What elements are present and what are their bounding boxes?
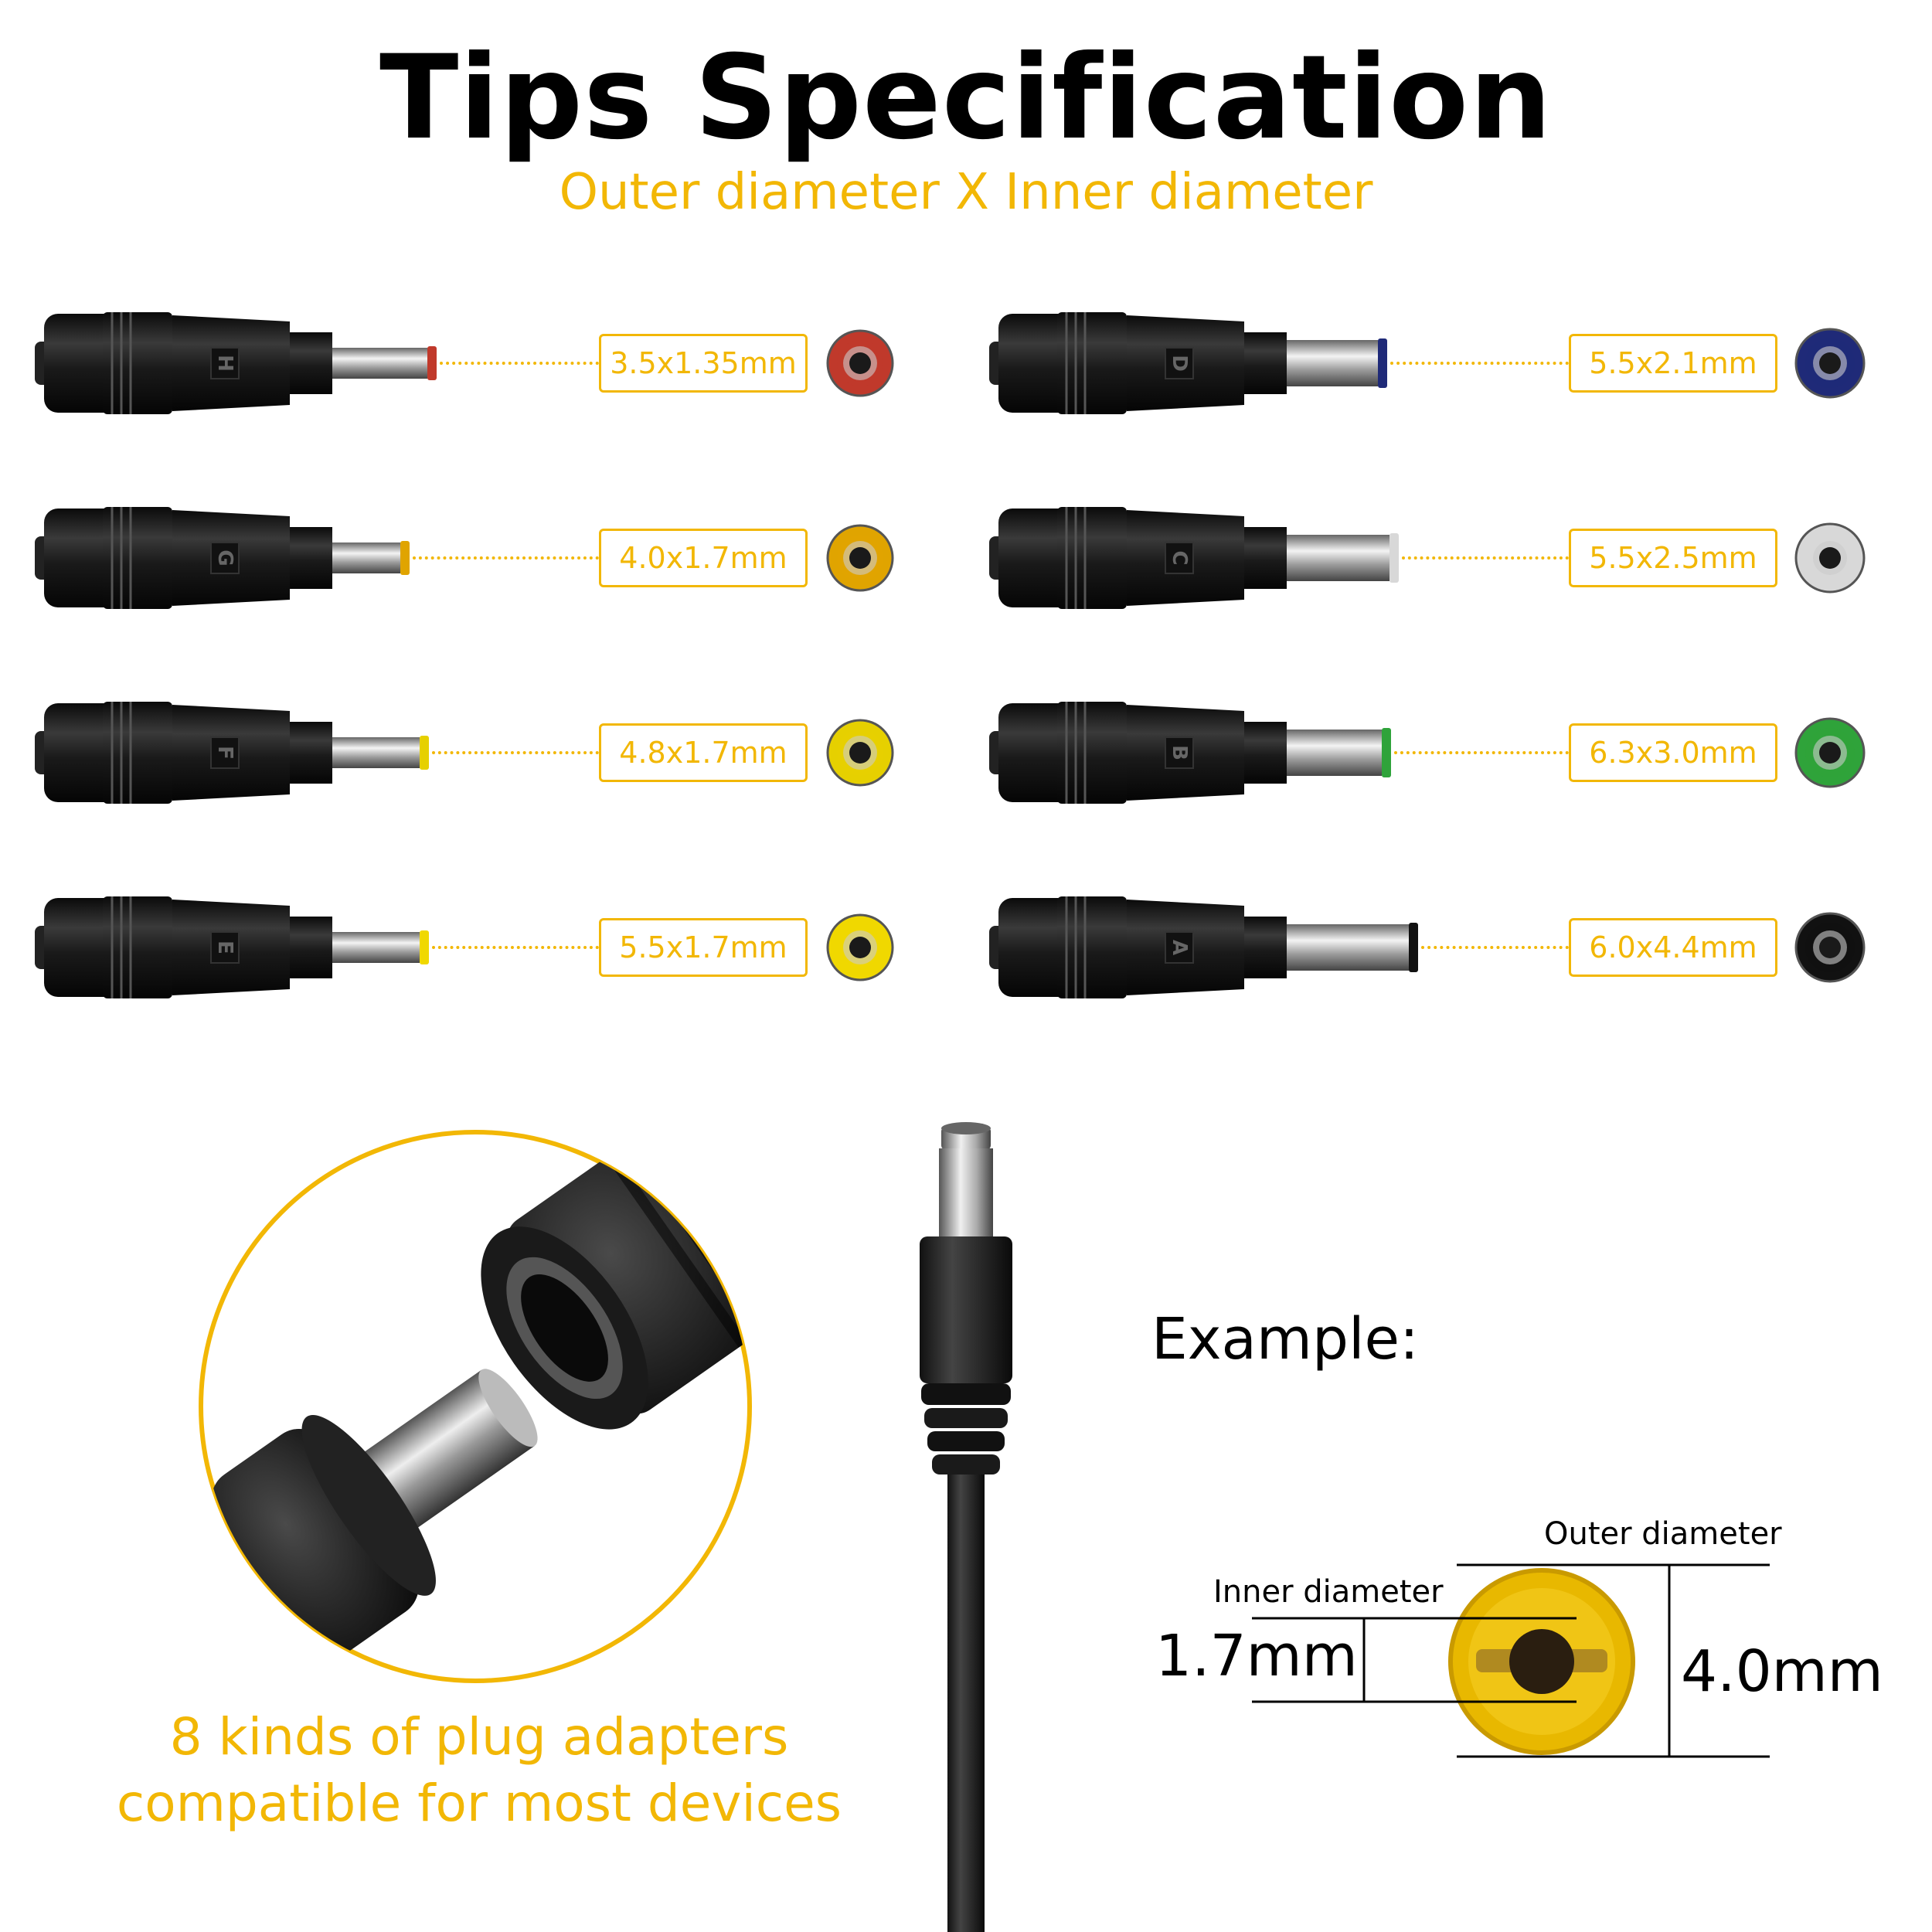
adapter-d-illustration xyxy=(989,312,1387,414)
leader-line xyxy=(413,556,599,560)
outer-diameter-dimension-line xyxy=(1623,1563,1770,1758)
adapter-h-illustration xyxy=(35,312,437,414)
outer-diameter-label: Outer diameter xyxy=(1544,1516,1782,1552)
page-subtitle: Outer diameter X Inner diameter xyxy=(559,164,1373,221)
outer-diameter-value: 4.0mm xyxy=(1681,1638,1883,1705)
lead-line-1: 8 kinds of plug adapters xyxy=(169,1707,789,1767)
leader-line xyxy=(1394,751,1569,754)
spec-size-label: 4.0x1.7mm xyxy=(599,529,808,587)
spec-size-label: 4.8x1.7mm xyxy=(599,723,808,782)
leader-line xyxy=(440,362,599,365)
adapter-letter: F xyxy=(213,746,236,760)
spec-size-label: 5.5x2.5mm xyxy=(1569,529,1777,587)
adapter-g-illustration xyxy=(35,507,410,609)
adapter-letter: D xyxy=(1168,355,1191,372)
inner-diameter-value: 1.7mm xyxy=(1155,1623,1358,1689)
dc-plug-cable-illustration xyxy=(920,1122,1012,1932)
tip-end-view-icon xyxy=(826,329,894,397)
plug-closeup-illustration xyxy=(199,1130,752,1683)
adapter-letter: H xyxy=(213,355,236,372)
adapter-letter: C xyxy=(1168,550,1191,566)
leader-line xyxy=(1390,362,1569,365)
adapter-letter: B xyxy=(1168,745,1191,760)
page-title: Tips Specification xyxy=(379,31,1553,165)
adapter-b-illustration xyxy=(989,702,1391,804)
spec-size-label: 5.5x2.1mm xyxy=(1569,334,1777,393)
tip-end-view-icon xyxy=(1794,717,1866,788)
spec-size-label: 5.5x1.7mm xyxy=(599,918,808,977)
tip-end-view-icon xyxy=(826,719,894,787)
adapter-e-illustration xyxy=(35,896,429,998)
leader-line xyxy=(1402,556,1569,560)
leader-line xyxy=(432,946,599,949)
leader-line xyxy=(1421,946,1569,949)
tip-end-view-icon xyxy=(826,524,894,592)
adapter-letter: E xyxy=(213,940,236,954)
adapter-letter: A xyxy=(1168,939,1191,956)
tip-end-view-icon xyxy=(1794,912,1866,983)
tip-end-view-icon xyxy=(1794,522,1866,594)
inner-diameter-label: Inner diameter xyxy=(1213,1574,1444,1610)
tip-end-view-icon xyxy=(826,913,894,981)
spec-size-label: 6.3x3.0mm xyxy=(1569,723,1777,782)
spec-size-label: 6.0x4.4mm xyxy=(1569,918,1777,977)
leader-line xyxy=(432,751,599,754)
adapter-a-illustration xyxy=(989,896,1418,998)
adapter-c-illustration xyxy=(989,507,1399,609)
lead-line-2: compatible for most devices xyxy=(116,1774,842,1833)
tip-end-view-icon xyxy=(1794,328,1866,399)
example-tip-diagram xyxy=(1252,1563,1685,1758)
spec-size-label: 3.5x1.35mm xyxy=(599,334,808,393)
adapter-letter: G xyxy=(213,549,236,566)
adapter-f-illustration xyxy=(35,702,429,804)
example-title: Example: xyxy=(1151,1306,1419,1372)
